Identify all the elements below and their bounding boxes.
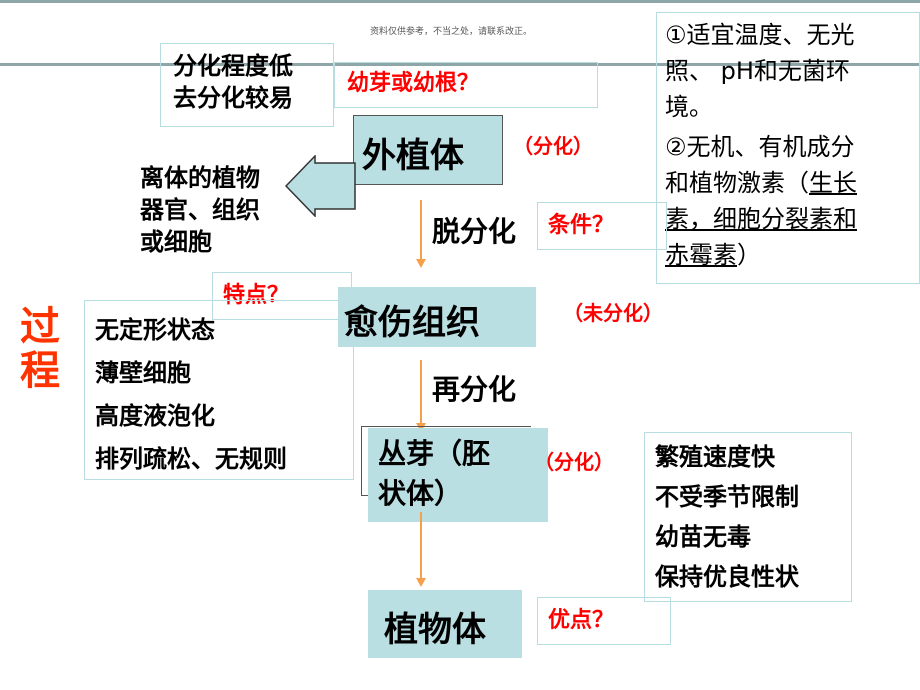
advantages-question: 优点？ [548, 608, 615, 633]
advantage-1: 繁殖速度快 [655, 443, 775, 471]
conditions-line-3: 境。 [665, 93, 713, 121]
callus-feature-2: 薄壁细胞 [95, 359, 191, 387]
conditions-line-4: ②无机、有机成分 [665, 133, 855, 161]
bud-label-line-1: 丛芽（胚 [378, 437, 491, 470]
advantages-question-box: 优点？ [537, 597, 671, 645]
callus-feature-4: 排列疏松、无规则 [95, 445, 287, 473]
explant-source-line-3: 或细胞 [140, 228, 212, 256]
explant-source-text: 离体的植物 器官、组织 或细胞 [140, 162, 260, 258]
callus-state: （未分化） [563, 301, 663, 325]
callus-label: 愈伤组织 [344, 303, 480, 343]
left-arrow-icon [285, 155, 356, 217]
conditions-line-7: 赤霉素） [665, 241, 761, 269]
conditions-line-2: 照、 pH和无菌环 [665, 57, 850, 85]
plant-arrow-line [420, 512, 422, 580]
conditions-question-box: 条件？ [537, 202, 667, 250]
explant-source-line-2: 器官、组织 [140, 196, 260, 224]
conditions-line-5: 和植物激素（生长 [665, 169, 857, 197]
watermark-text: 资料仅供参考，不当之处，请联系改正。 [370, 27, 533, 37]
callus-node: 愈伤组织 [338, 287, 536, 347]
advantage-4: 保持优良性状 [655, 563, 799, 591]
explant-source-line-1: 离体的植物 [140, 164, 260, 192]
advantage-2: 不受季节限制 [655, 483, 799, 511]
low-diff-line-2: 去分化较易 [173, 84, 293, 112]
callus-feature-1: 无定形状态 [95, 316, 215, 344]
low-differentiation-box: 分化程度低 去分化较易 [160, 43, 334, 127]
process-label: 过程 [20, 304, 60, 394]
bud-embryoid-node: 丛芽（胚 状体） [368, 428, 548, 522]
bud-or-root-question-box: 幼芽或幼根？ [334, 62, 598, 108]
callus-features-box: 无定形状态 薄壁细胞 高度液泡化 排列疏松、无规则 [84, 300, 354, 480]
features-question-box: 特点？ [212, 272, 352, 320]
dedifferentiation-arrowhead-icon [416, 259, 426, 268]
plant-arrowhead-icon [416, 578, 426, 587]
conditions-line-1: ①适宜温度、无光 [665, 21, 855, 49]
advantages-list-box: 繁殖速度快 不受季节限制 幼苗无毒 保持优良性状 [644, 432, 852, 602]
conditions-box: ①适宜温度、无光 照、 pH和无菌环 境。 ②无机、有机成分 和植物激素（生长 … [656, 12, 920, 284]
dedifferentiation-label: 脱分化 [432, 215, 517, 248]
advantage-3: 幼苗无毒 [655, 523, 751, 551]
redifferentiation-arrowhead-icon [416, 423, 426, 432]
conditions-line-6: 素，细胞分裂素和 [665, 205, 857, 233]
redifferentiation-label: 再分化 [432, 373, 517, 406]
callus-feature-3: 高度液泡化 [95, 402, 215, 430]
features-question: 特点？ [223, 283, 290, 308]
bud-state: （分化） [534, 450, 614, 474]
explant-state: （分化） [513, 134, 593, 158]
header-band [0, 0, 920, 66]
explant-label: 外植体 [362, 136, 464, 176]
plant-node: 植物体 [368, 590, 522, 658]
bud-or-root-question: 幼芽或幼根？ [347, 71, 480, 96]
explant-node: 外植体 [353, 115, 503, 185]
low-diff-line-1: 分化程度低 [173, 52, 293, 80]
conditions-question: 条件？ [548, 213, 615, 238]
plant-label: 植物体 [384, 610, 486, 650]
dedifferentiation-arrow-line [420, 200, 422, 260]
redifferentiation-arrow-line [420, 360, 422, 424]
bud-label-line-2: 状体） [378, 477, 463, 510]
